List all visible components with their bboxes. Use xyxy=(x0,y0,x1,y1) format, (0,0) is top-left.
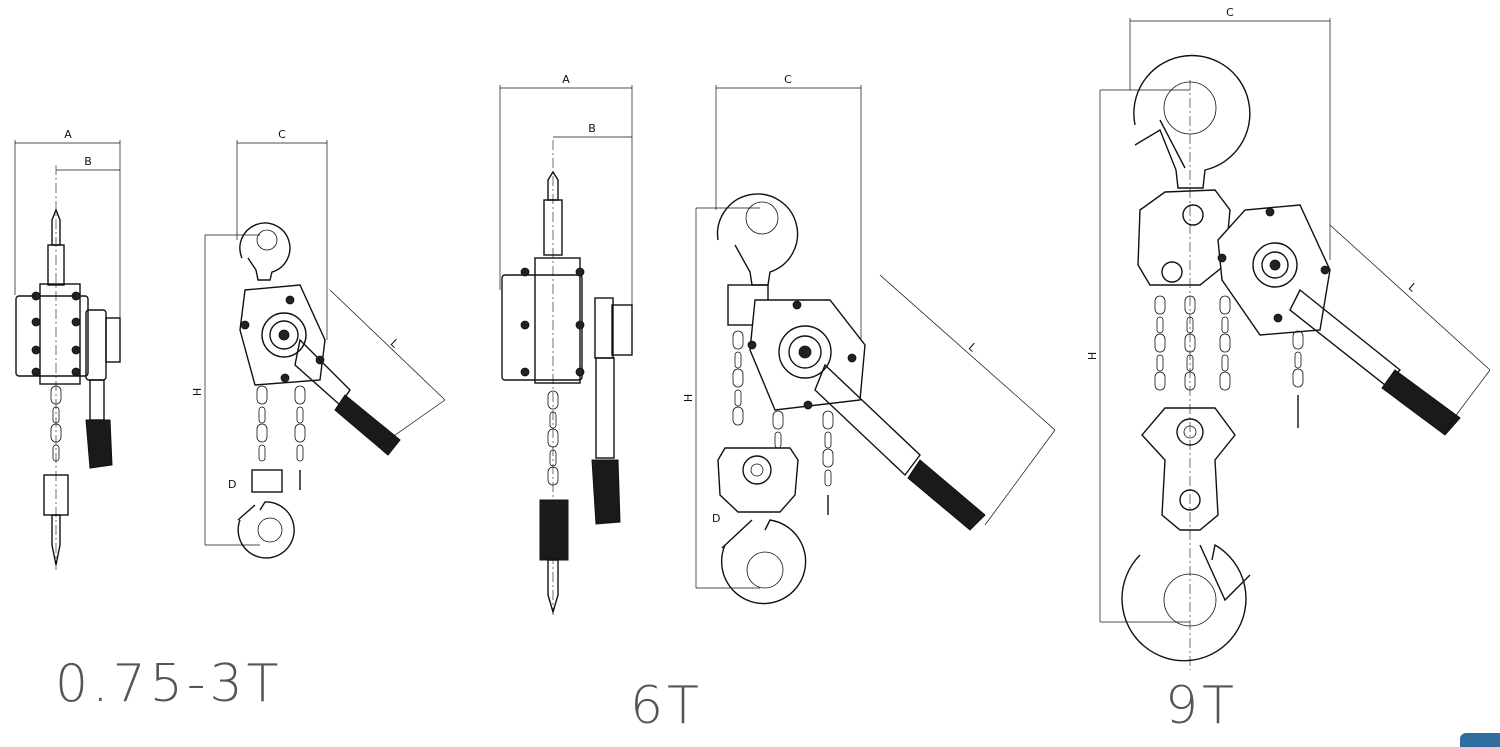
dim-label-h: H xyxy=(191,388,204,396)
view-small-front: C H L D xyxy=(191,128,446,559)
view-small-side: A B xyxy=(14,128,121,570)
caption-mid-capacity: 6T xyxy=(630,676,703,736)
caption-small-capacity: 0.75-3T xyxy=(55,654,283,714)
view-mid-front: C H L D xyxy=(682,73,1056,605)
dim-label-b: B xyxy=(84,155,92,168)
dim-label-c: C xyxy=(278,128,286,141)
dim-label-d: D xyxy=(712,512,720,525)
view-mid-side: A B xyxy=(499,73,633,615)
dim-label-a: A xyxy=(562,73,570,86)
dim-label-c: C xyxy=(1226,6,1234,19)
caption-large-capacity: 9T xyxy=(1165,676,1238,736)
dim-label-d: D xyxy=(228,478,236,491)
dim-label-c: C xyxy=(784,73,792,86)
dim-label-b: B xyxy=(588,122,596,135)
corner-badge-icon xyxy=(1460,733,1500,747)
dim-label-h: H xyxy=(682,394,695,402)
dim-label-a: A xyxy=(64,128,72,141)
dim-label-l: L xyxy=(388,337,402,351)
view-large-front: C H L xyxy=(1086,6,1491,670)
dim-label-h: H xyxy=(1086,352,1099,360)
dim-label-l: L xyxy=(1406,281,1420,295)
